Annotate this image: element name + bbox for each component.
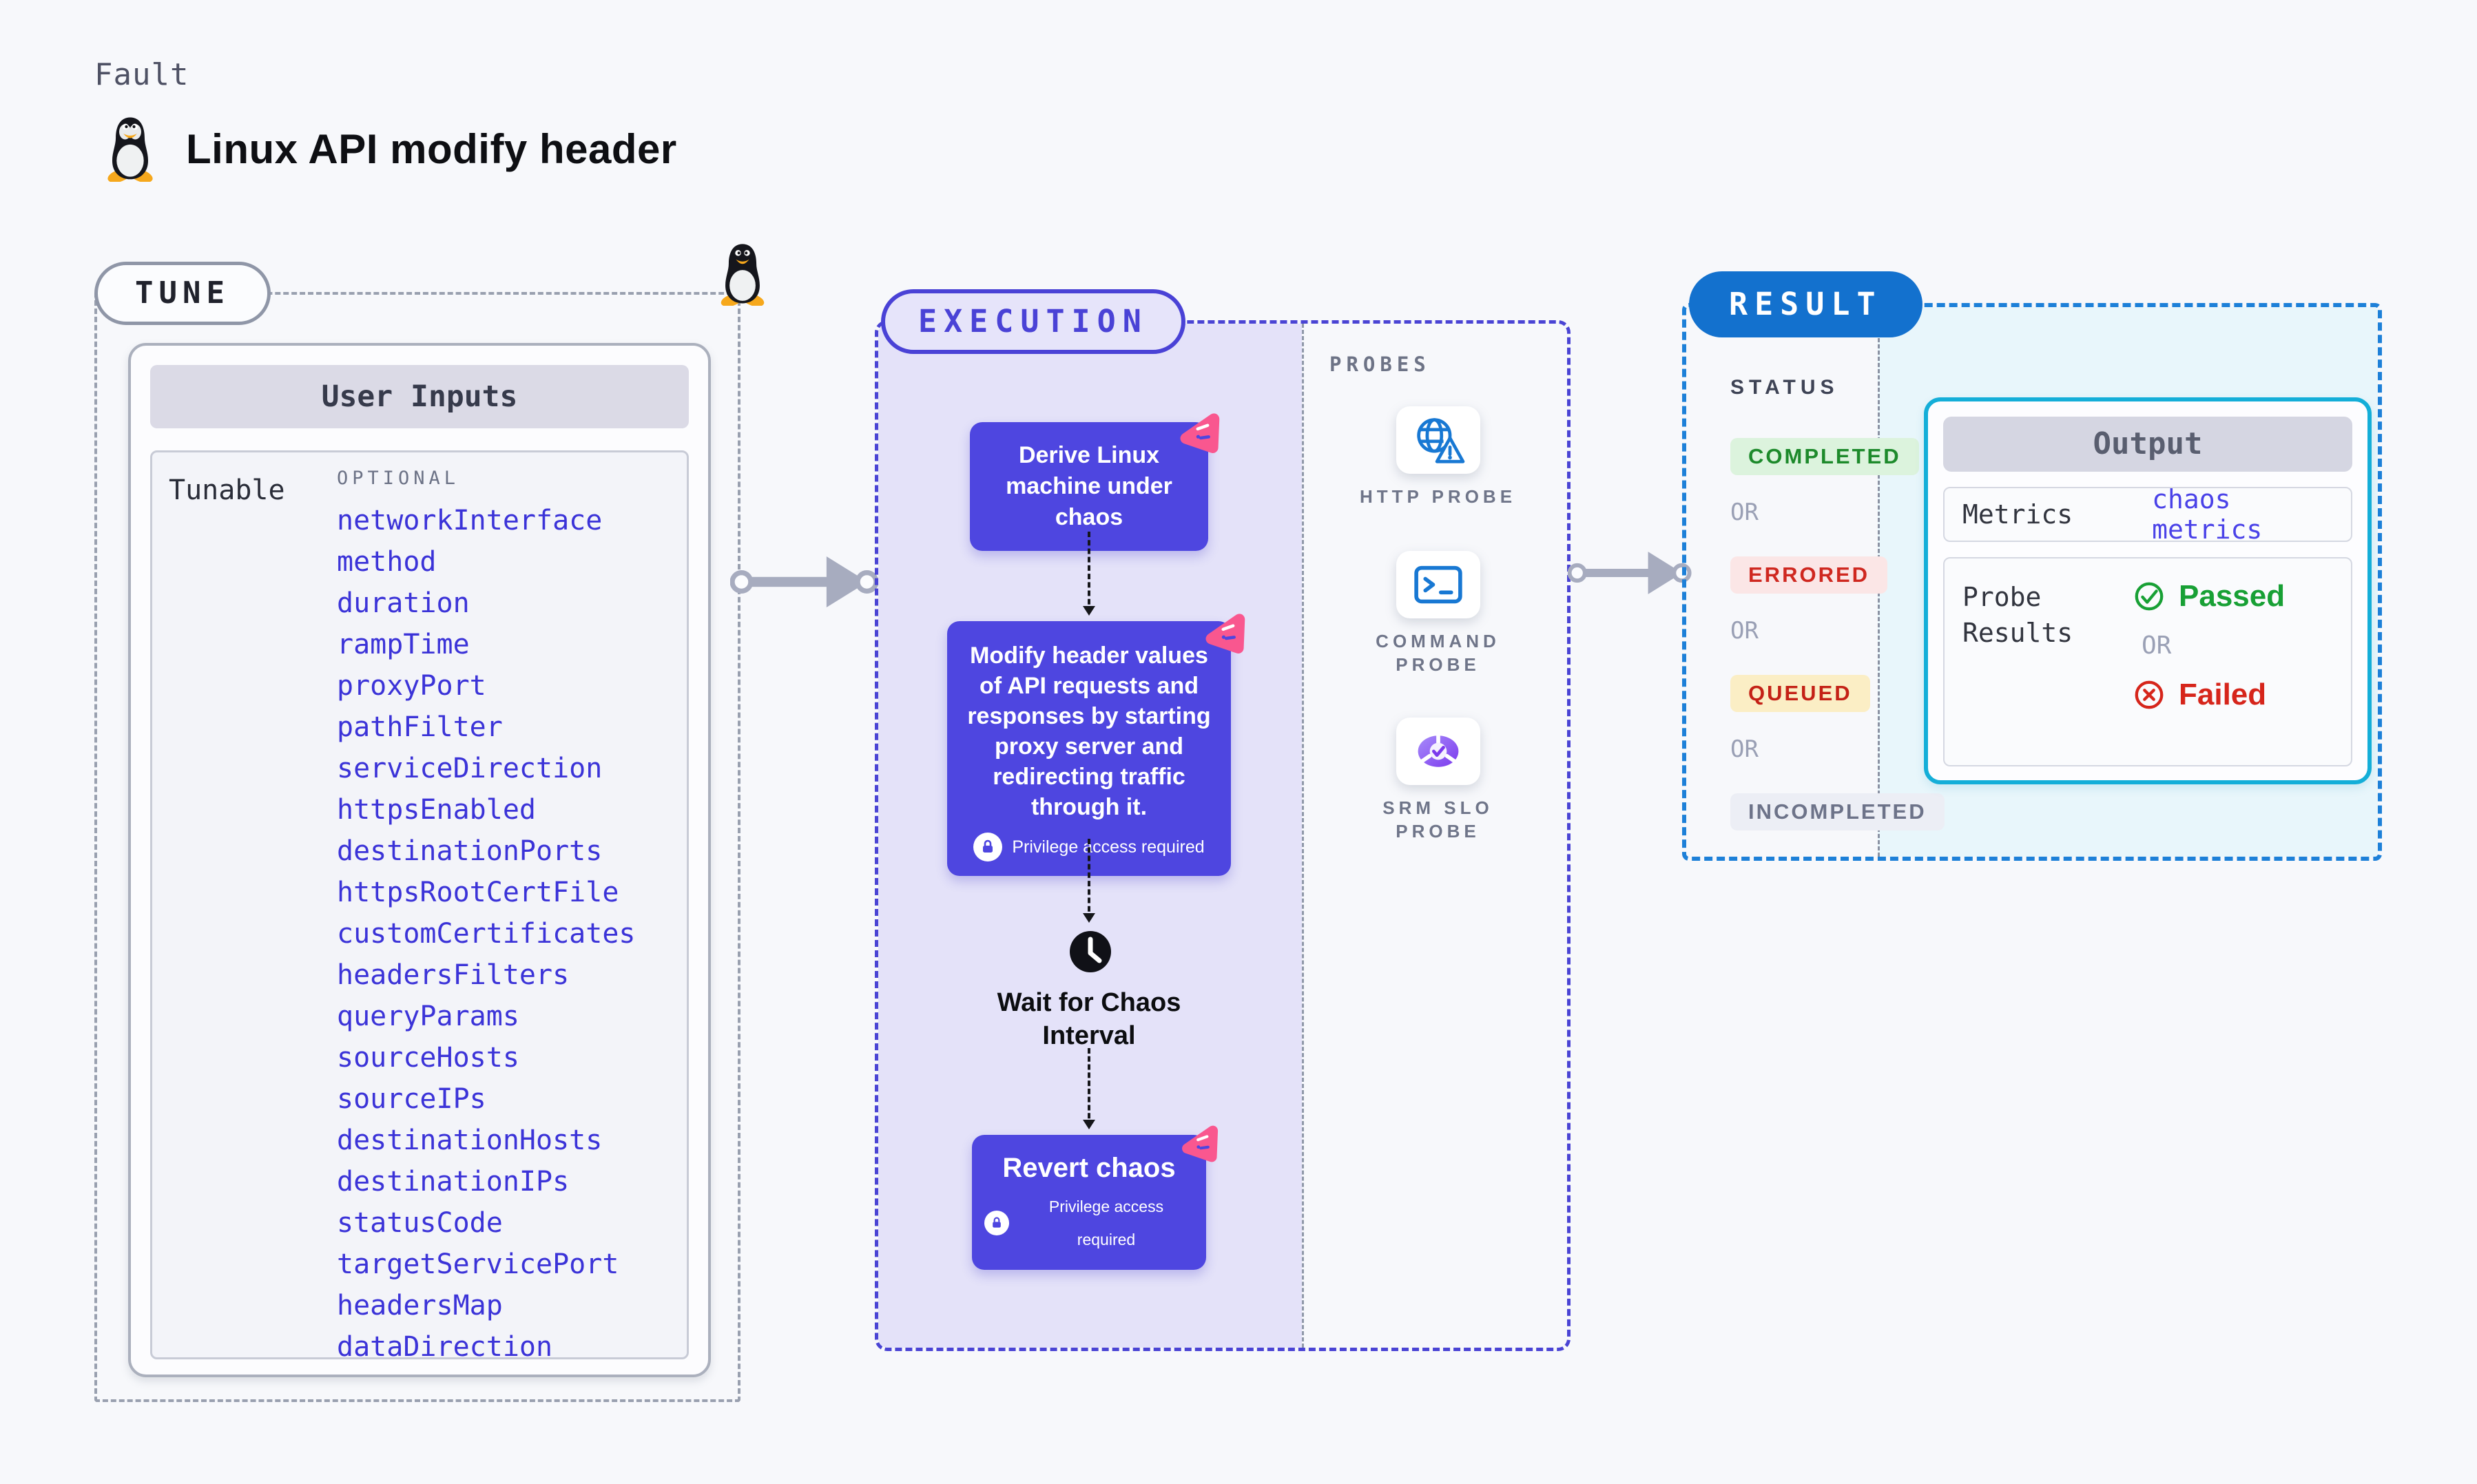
probes-divider: [1302, 324, 1304, 1348]
x-circle-icon: [2135, 680, 2164, 709]
lock-icon: [973, 833, 1003, 861]
param-item[interactable]: proxyPort: [337, 670, 486, 702]
step-wait-interval-label: Wait for Chaos Interval: [997, 988, 1181, 1050]
probes-label: PROBES: [1329, 353, 1431, 376]
probe-srm-slo-label: SRM SLO PROBE: [1382, 797, 1493, 842]
tune-badge: TUNE: [94, 262, 271, 325]
fault-eyebrow: Fault: [94, 57, 189, 92]
tunable-row-label: Tunable: [169, 474, 285, 506]
lock-icon: [984, 1211, 1009, 1235]
or-label: OR: [1730, 735, 1759, 763]
probe-results-label: Probe Results: [1962, 582, 2073, 648]
param-item[interactable]: serviceDirection: [337, 753, 603, 784]
chaos-icon: [1182, 1125, 1219, 1162]
status-queued-badge: QUEUED: [1730, 675, 1870, 712]
page-header: Linux API modify header: [102, 116, 677, 182]
flow-connector: [1083, 839, 1095, 923]
tux-penguin-icon-small: [721, 244, 765, 306]
result-badge: RESULT: [1689, 271, 1922, 337]
optional-label: OPTIONAL: [337, 468, 460, 489]
param-item[interactable]: destinationIPs: [337, 1166, 570, 1198]
param-item[interactable]: queryParams: [337, 1001, 519, 1032]
chaos-icon: [1180, 413, 1220, 453]
step-derive-machine-label: Derive Linux machine under chaos: [1006, 442, 1172, 530]
step-modify-header-label: Modify header values of API requests and…: [967, 642, 1211, 820]
probe-http: HTTP PROBE: [1302, 406, 1574, 508]
user-inputs-card: User Inputs Tunable OPTIONAL networkInte…: [128, 343, 711, 1377]
execution-section: EXECUTION Derive Linux machine under cha…: [875, 289, 1574, 1351]
param-item[interactable]: method: [337, 546, 437, 578]
param-item[interactable]: sourceIPs: [337, 1083, 486, 1115]
status-label: STATUS: [1730, 376, 1839, 399]
probe-command-label: COMMAND PROBE: [1376, 631, 1500, 675]
privilege-text: Privilege access required: [1012, 837, 1205, 857]
tux-penguin-icon: [107, 117, 153, 182]
clock-icon: [1068, 930, 1112, 974]
tunable-param-list: networkInterface method duration rampTim…: [337, 500, 635, 1368]
metrics-label: Metrics: [1962, 499, 2073, 530]
param-item[interactable]: headersFilters: [337, 959, 570, 991]
flow-connector: [1083, 532, 1095, 616]
passed-row: Passed: [2133, 579, 2285, 614]
step-revert-chaos: Revert chaos Privilege access required: [972, 1125, 1219, 1270]
param-item[interactable]: sourceHosts: [337, 1042, 519, 1074]
param-item[interactable]: destinationHosts: [337, 1125, 603, 1156]
output-card: Output Metrics chaos metrics Probe Resul…: [1924, 397, 2372, 784]
step-revert-chaos-label: Revert chaos: [1002, 1153, 1176, 1183]
step-derive-machine: Derive Linux machine under chaos: [970, 413, 1220, 551]
flow-connector: [1083, 1048, 1095, 1129]
terminal-icon: [1396, 551, 1480, 618]
slo-donut-check-icon: [1396, 718, 1480, 785]
param-item[interactable]: headersMap: [337, 1290, 503, 1321]
privilege-badge: Privilege access required: [984, 1190, 1194, 1256]
param-item[interactable]: pathFilter: [337, 711, 503, 743]
param-item[interactable]: duration: [337, 587, 470, 619]
param-item[interactable]: httpsEnabled: [337, 794, 536, 826]
flow-arrow-tune-to-execution: [730, 556, 879, 608]
globe-warning-icon: [1396, 406, 1480, 474]
flow-arrow-execution-to-result: [1568, 552, 1692, 594]
privilege-badge: Privilege access required: [962, 832, 1216, 862]
or-label: OR: [2142, 631, 2172, 660]
param-item[interactable]: targetServicePort: [337, 1248, 619, 1280]
probe-srm-slo: SRM SLO PROBE: [1302, 718, 1574, 843]
step-modify-header: Modify header values of API requests and…: [947, 614, 1245, 876]
failed-row: Failed: [2133, 678, 2285, 712]
param-item[interactable]: httpsRootCertFile: [337, 877, 619, 908]
param-item[interactable]: statusCode: [337, 1207, 503, 1239]
status-completed-badge: COMPLETED: [1730, 438, 1919, 475]
probe-command: COMMAND PROBE: [1302, 551, 1574, 676]
page-title: Linux API modify header: [186, 125, 677, 172]
param-item[interactable]: networkInterface: [337, 505, 603, 536]
execution-badge: EXECUTION: [881, 289, 1185, 354]
tunables-table: Tunable OPTIONAL networkInterface method…: [150, 450, 689, 1363]
metrics-row: Metrics chaos metrics: [1943, 484, 2352, 545]
status-errored-badge: ERRORED: [1730, 556, 1888, 594]
or-label: OR: [1730, 617, 1759, 645]
passed-label: Passed: [2179, 579, 2286, 613]
or-label: OR: [1730, 499, 1759, 526]
param-item[interactable]: rampTime: [337, 629, 470, 660]
probe-results-values: Passed OR Failed: [2133, 579, 2285, 744]
privilege-text: Privilege access required: [1048, 1198, 1164, 1248]
user-inputs-header: User Inputs: [150, 365, 689, 428]
probe-http-label: HTTP PROBE: [1359, 486, 1517, 507]
chaos-metrics-link[interactable]: chaos metrics: [2152, 484, 2263, 545]
result-section: RESULT STATUS COMPLETED OR ERRORED OR QU…: [1682, 271, 2382, 861]
failed-label: Failed: [2179, 678, 2267, 711]
check-circle-icon: [2135, 582, 2164, 611]
tune-section: TUNE User Inputs Tunable OPTIONAL networ…: [94, 244, 765, 1402]
status-column: STATUS COMPLETED OR ERRORED OR QUEUED OR…: [1730, 376, 1945, 830]
param-item[interactable]: customCertificates: [337, 918, 636, 950]
param-item[interactable]: dataDirection: [337, 1331, 553, 1363]
probe-results-row: Probe Results Passed OR Failed: [1943, 557, 2352, 766]
chaos-icon: [1205, 614, 1245, 654]
status-incompleted-badge: INCOMPLETED: [1730, 793, 1945, 830]
param-item[interactable]: destinationPorts: [337, 835, 603, 867]
output-header: Output: [1943, 417, 2352, 472]
